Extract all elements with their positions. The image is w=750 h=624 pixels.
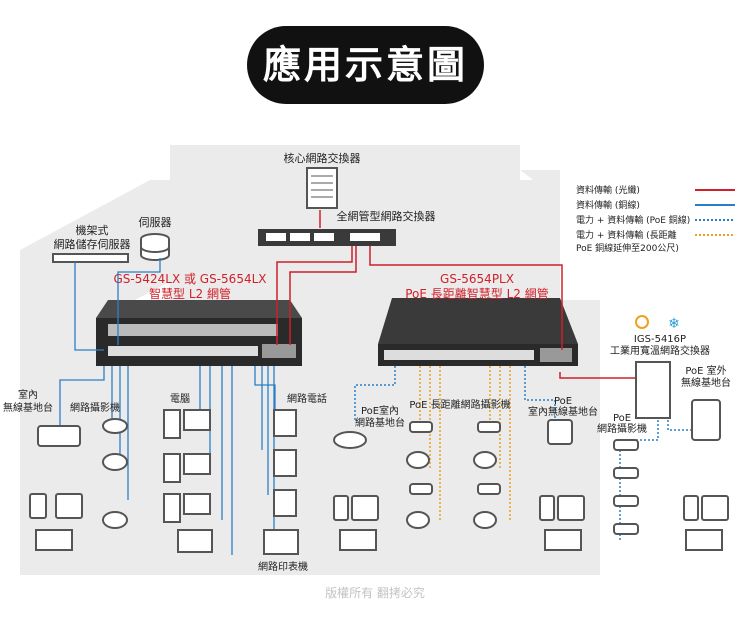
- poe-bullet-cam-2-icon: [613, 467, 639, 479]
- printer-label: 網路印表機: [258, 560, 308, 573]
- poe-ap-icon: [333, 431, 367, 449]
- ip-camera-icon: [102, 418, 128, 434]
- poe-cam-icon: [409, 421, 433, 433]
- monitor-3-icon: [183, 493, 211, 515]
- igs-label-1: IGS-5416P: [634, 334, 686, 345]
- phone-4-icon: [683, 495, 699, 521]
- monitor-icon: [183, 409, 211, 431]
- poe-ap-b-label-1: PoE: [554, 396, 572, 407]
- poe-bullet-cam-icon: [613, 439, 639, 451]
- fiber-links: [276, 210, 640, 379]
- switch-b-label-2: PoE 長距離智慧型 L2 網管: [405, 286, 549, 301]
- phone-icon: [29, 493, 47, 519]
- footer-copyright: 版權所有 翻拷必究: [325, 586, 425, 600]
- poe-bullet-cam-3-icon: [613, 495, 639, 507]
- poe-dome-cam-3-icon: [473, 451, 497, 469]
- tablet-3-icon: [557, 495, 585, 521]
- laptop-icon: [177, 529, 213, 553]
- tablet-4-icon: [701, 495, 729, 521]
- igs-label-2: 工業用寬溫網路交換器: [610, 344, 710, 357]
- pc-tower-2-icon: [163, 453, 181, 483]
- pc-tower-icon: [163, 409, 181, 439]
- poe-ap-label-2: 網路基地台: [355, 416, 405, 429]
- sun-icon: [635, 315, 649, 329]
- dome-camera-icon: [102, 453, 128, 471]
- ap-indoor-label-1: 室內: [18, 388, 38, 401]
- poe-cam-label-2: 網路攝影機: [597, 422, 647, 435]
- rack-nas-label-1: 機架式: [76, 223, 109, 237]
- ip-camera-label: 網路攝影機: [70, 401, 120, 414]
- rack-nas-icon: [52, 253, 129, 263]
- outdoor-ap-label-2: 無線基地台: [681, 376, 731, 389]
- core-switch: [306, 167, 338, 209]
- tablet-2-icon: [351, 495, 379, 521]
- tablet-icon: [55, 493, 83, 519]
- poe-cam-2-icon: [409, 483, 433, 495]
- switch-a-label-2: 智慧型 L2 網管: [149, 286, 231, 301]
- outdoor-ap-icon: [691, 399, 721, 441]
- legend: 資料傳輸 (光纖) 資料傳輸 (銅線) 電力 + 資料傳輸 (PoE 銅線) 電…: [576, 184, 735, 254]
- poe-ap-b-label-2: 室內無線基地台: [528, 405, 598, 418]
- devices: [29, 361, 729, 555]
- igs-switch-icon: [635, 361, 671, 419]
- legend-label-2: 電力 + 資料傳輸 (PoE 銅線): [576, 214, 690, 226]
- ip-phone-label: 網路電話: [287, 392, 327, 405]
- rack-nas-label-2: 網路儲存伺服器: [54, 237, 131, 251]
- poe-cam-4-icon: [477, 483, 501, 495]
- legend-label-3: 電力 + 資料傳輸 (長距離: [576, 229, 677, 241]
- managed-switch-label: 全網管型網路交換器: [337, 209, 436, 223]
- server-icon: [140, 233, 170, 261]
- poe-cam-label-1: PoE: [613, 413, 631, 424]
- laptop-2-icon: [35, 529, 73, 551]
- ap-indoor-icon: [37, 425, 81, 447]
- ap-indoor-label-2: 無線基地台: [3, 401, 53, 414]
- poe-ap-b-icon: [547, 419, 573, 445]
- laptop-5-icon: [685, 529, 723, 551]
- poe-long-links: [419, 366, 511, 520]
- ip-phone-3-icon: [273, 489, 297, 517]
- legend-label-0: 資料傳輸 (光纖): [576, 184, 640, 196]
- managed-switch: [258, 229, 396, 246]
- monitor-2-icon: [183, 453, 211, 475]
- core-switch-label: 核心網路交換器: [284, 151, 361, 165]
- switch-a-label-1: GS-5424LX 或 GS-5654LX: [113, 272, 266, 286]
- ip-phone-2-icon: [273, 449, 297, 477]
- dome-camera-2-icon: [102, 511, 128, 529]
- poe-long-cam-label: PoE 長距離網路攝影機: [409, 398, 510, 411]
- poe-dome-cam-4-icon: [473, 511, 497, 529]
- poe-links: [354, 366, 706, 540]
- printer-icon: [263, 529, 299, 555]
- phone-3-icon: [539, 495, 555, 521]
- poe-dome-cam-icon: [406, 451, 430, 469]
- ip-phone-icon: [273, 409, 297, 437]
- legend-label-1: 資料傳輸 (銅線): [576, 199, 640, 211]
- poe-cam-3-icon: [477, 421, 501, 433]
- computer-label: 電腦: [170, 392, 190, 405]
- phone-2-icon: [333, 495, 349, 521]
- snowflake-icon: ❄: [668, 316, 680, 332]
- laptop-3-icon: [339, 529, 377, 551]
- poe-dome-cam-2-icon: [406, 511, 430, 529]
- laptop-4-icon: [544, 529, 582, 551]
- pc-tower-3-icon: [163, 493, 181, 523]
- server-label: 伺服器: [139, 216, 172, 229]
- poe-ap-label-1: PoE室內: [361, 404, 399, 417]
- page-title: 應用示意圖: [247, 26, 484, 104]
- switch-b: [378, 298, 578, 366]
- switch-b-label-1: GS-5654PLX: [440, 272, 514, 286]
- legend-label-4: PoE 銅線延伸至200公尺): [576, 242, 679, 254]
- outdoor-ap-label-1: PoE 室外: [685, 364, 726, 377]
- poe-bullet-cam-4-icon: [613, 523, 639, 535]
- switch-a: [96, 300, 302, 366]
